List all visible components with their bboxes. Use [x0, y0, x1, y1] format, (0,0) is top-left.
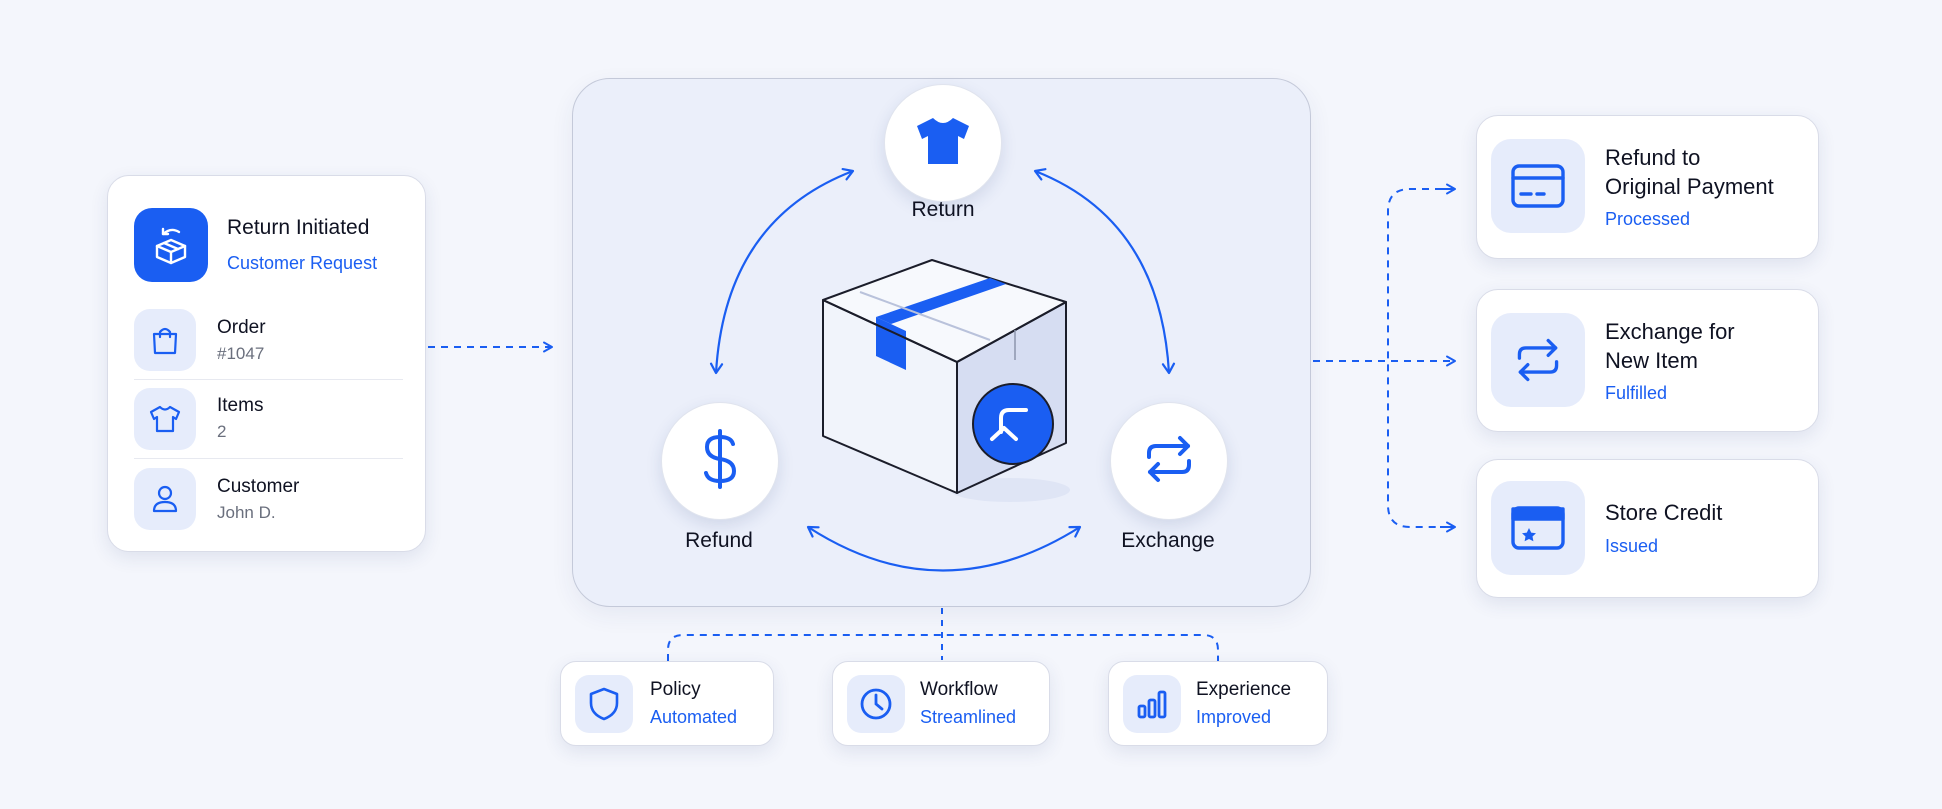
exchange-node-label: Exchange: [1121, 529, 1215, 552]
benefit-tile: [847, 675, 905, 733]
benefit-status: Improved: [1196, 707, 1272, 727]
benefit-tile: [575, 675, 633, 733]
return-initiated-subtitle: Customer Request: [227, 253, 378, 273]
outcome-tile: [1491, 139, 1585, 233]
benefit-tile: [1123, 675, 1181, 733]
row-divider: [134, 379, 403, 380]
arrow-return-exchange: [1033, 168, 1176, 375]
benefit-title: Policy: [650, 679, 701, 700]
store-card-icon: [1510, 505, 1566, 551]
customer-label: Customer: [217, 476, 300, 497]
outcome-title-line2: Original Payment: [1605, 174, 1774, 199]
benefit-card-policy[interactable]: Policy Automated: [560, 661, 774, 746]
outcome-branch-line: [1387, 188, 1455, 528]
refund-node[interactable]: [661, 402, 779, 520]
box-return-icon: [149, 223, 193, 267]
outcome-tile: [1491, 313, 1585, 407]
arrow-refund-exchange: [806, 525, 1082, 572]
row-divider: [134, 458, 403, 459]
outcome-status: Processed: [1605, 209, 1691, 229]
benefit-card-workflow[interactable]: Workflow Streamlined: [832, 661, 1050, 746]
swap-icon: [1141, 431, 1197, 492]
outcome-status: Issued: [1605, 536, 1659, 556]
return-initiated-tile: [134, 208, 208, 282]
return-initiated-card[interactable]: Return Initiated Customer Request Order …: [107, 175, 426, 552]
outcome-status: Fulfilled: [1605, 383, 1668, 403]
outcome-title-line1: Refund to: [1605, 145, 1701, 170]
return-node-label: Return: [911, 198, 975, 221]
outcome-card-store-credit[interactable]: Store Credit Issued: [1476, 459, 1819, 598]
outcome-title-line2: New Item: [1605, 348, 1698, 373]
bar-chart-icon: [1135, 687, 1169, 721]
return-arrow-badge: [972, 383, 1054, 465]
arrow-return-refund: [709, 167, 855, 375]
return-node[interactable]: [884, 84, 1002, 202]
items-label: Items: [217, 395, 264, 416]
benefit-status: Streamlined: [920, 707, 1017, 727]
outcome-title-line1: Store Credit: [1605, 500, 1723, 525]
benefit-title: Experience: [1196, 679, 1292, 700]
package-return-icon: [822, 259, 1070, 502]
items-tile: [134, 388, 196, 450]
return-initiated-title: Return Initiated: [227, 216, 370, 239]
tshirt-icon: [913, 113, 973, 174]
benefit-title: Workflow: [920, 679, 998, 700]
exchange-node[interactable]: [1110, 402, 1228, 520]
customer-value: John D.: [217, 503, 276, 522]
shopping-bag-icon: [148, 323, 182, 357]
dollar-icon: [698, 427, 742, 496]
order-value: #1047: [217, 344, 265, 363]
order-label: Order: [217, 317, 266, 338]
swap-icon: [1512, 334, 1564, 386]
outcome-card-exchange[interactable]: Exchange for New Item Fulfilled: [1476, 289, 1819, 432]
order-tile: [134, 309, 196, 371]
items-value: 2: [217, 422, 227, 441]
outcome-tile: [1491, 481, 1585, 575]
clock-icon: [858, 686, 894, 722]
tshirt-icon: [147, 401, 183, 437]
user-icon: [148, 482, 182, 516]
refund-node-label: Refund: [685, 529, 753, 552]
benefit-card-experience[interactable]: Experience Improved: [1108, 661, 1328, 746]
outcome-card-refund-payment[interactable]: Refund to Original Payment Processed: [1476, 115, 1819, 259]
outcome-title-line1: Exchange for: [1605, 319, 1735, 344]
customer-tile: [134, 468, 196, 530]
benefits-branch-line: [667, 634, 1219, 661]
credit-card-icon: [1510, 163, 1566, 209]
shield-icon: [588, 686, 620, 722]
benefit-status: Automated: [650, 707, 738, 727]
